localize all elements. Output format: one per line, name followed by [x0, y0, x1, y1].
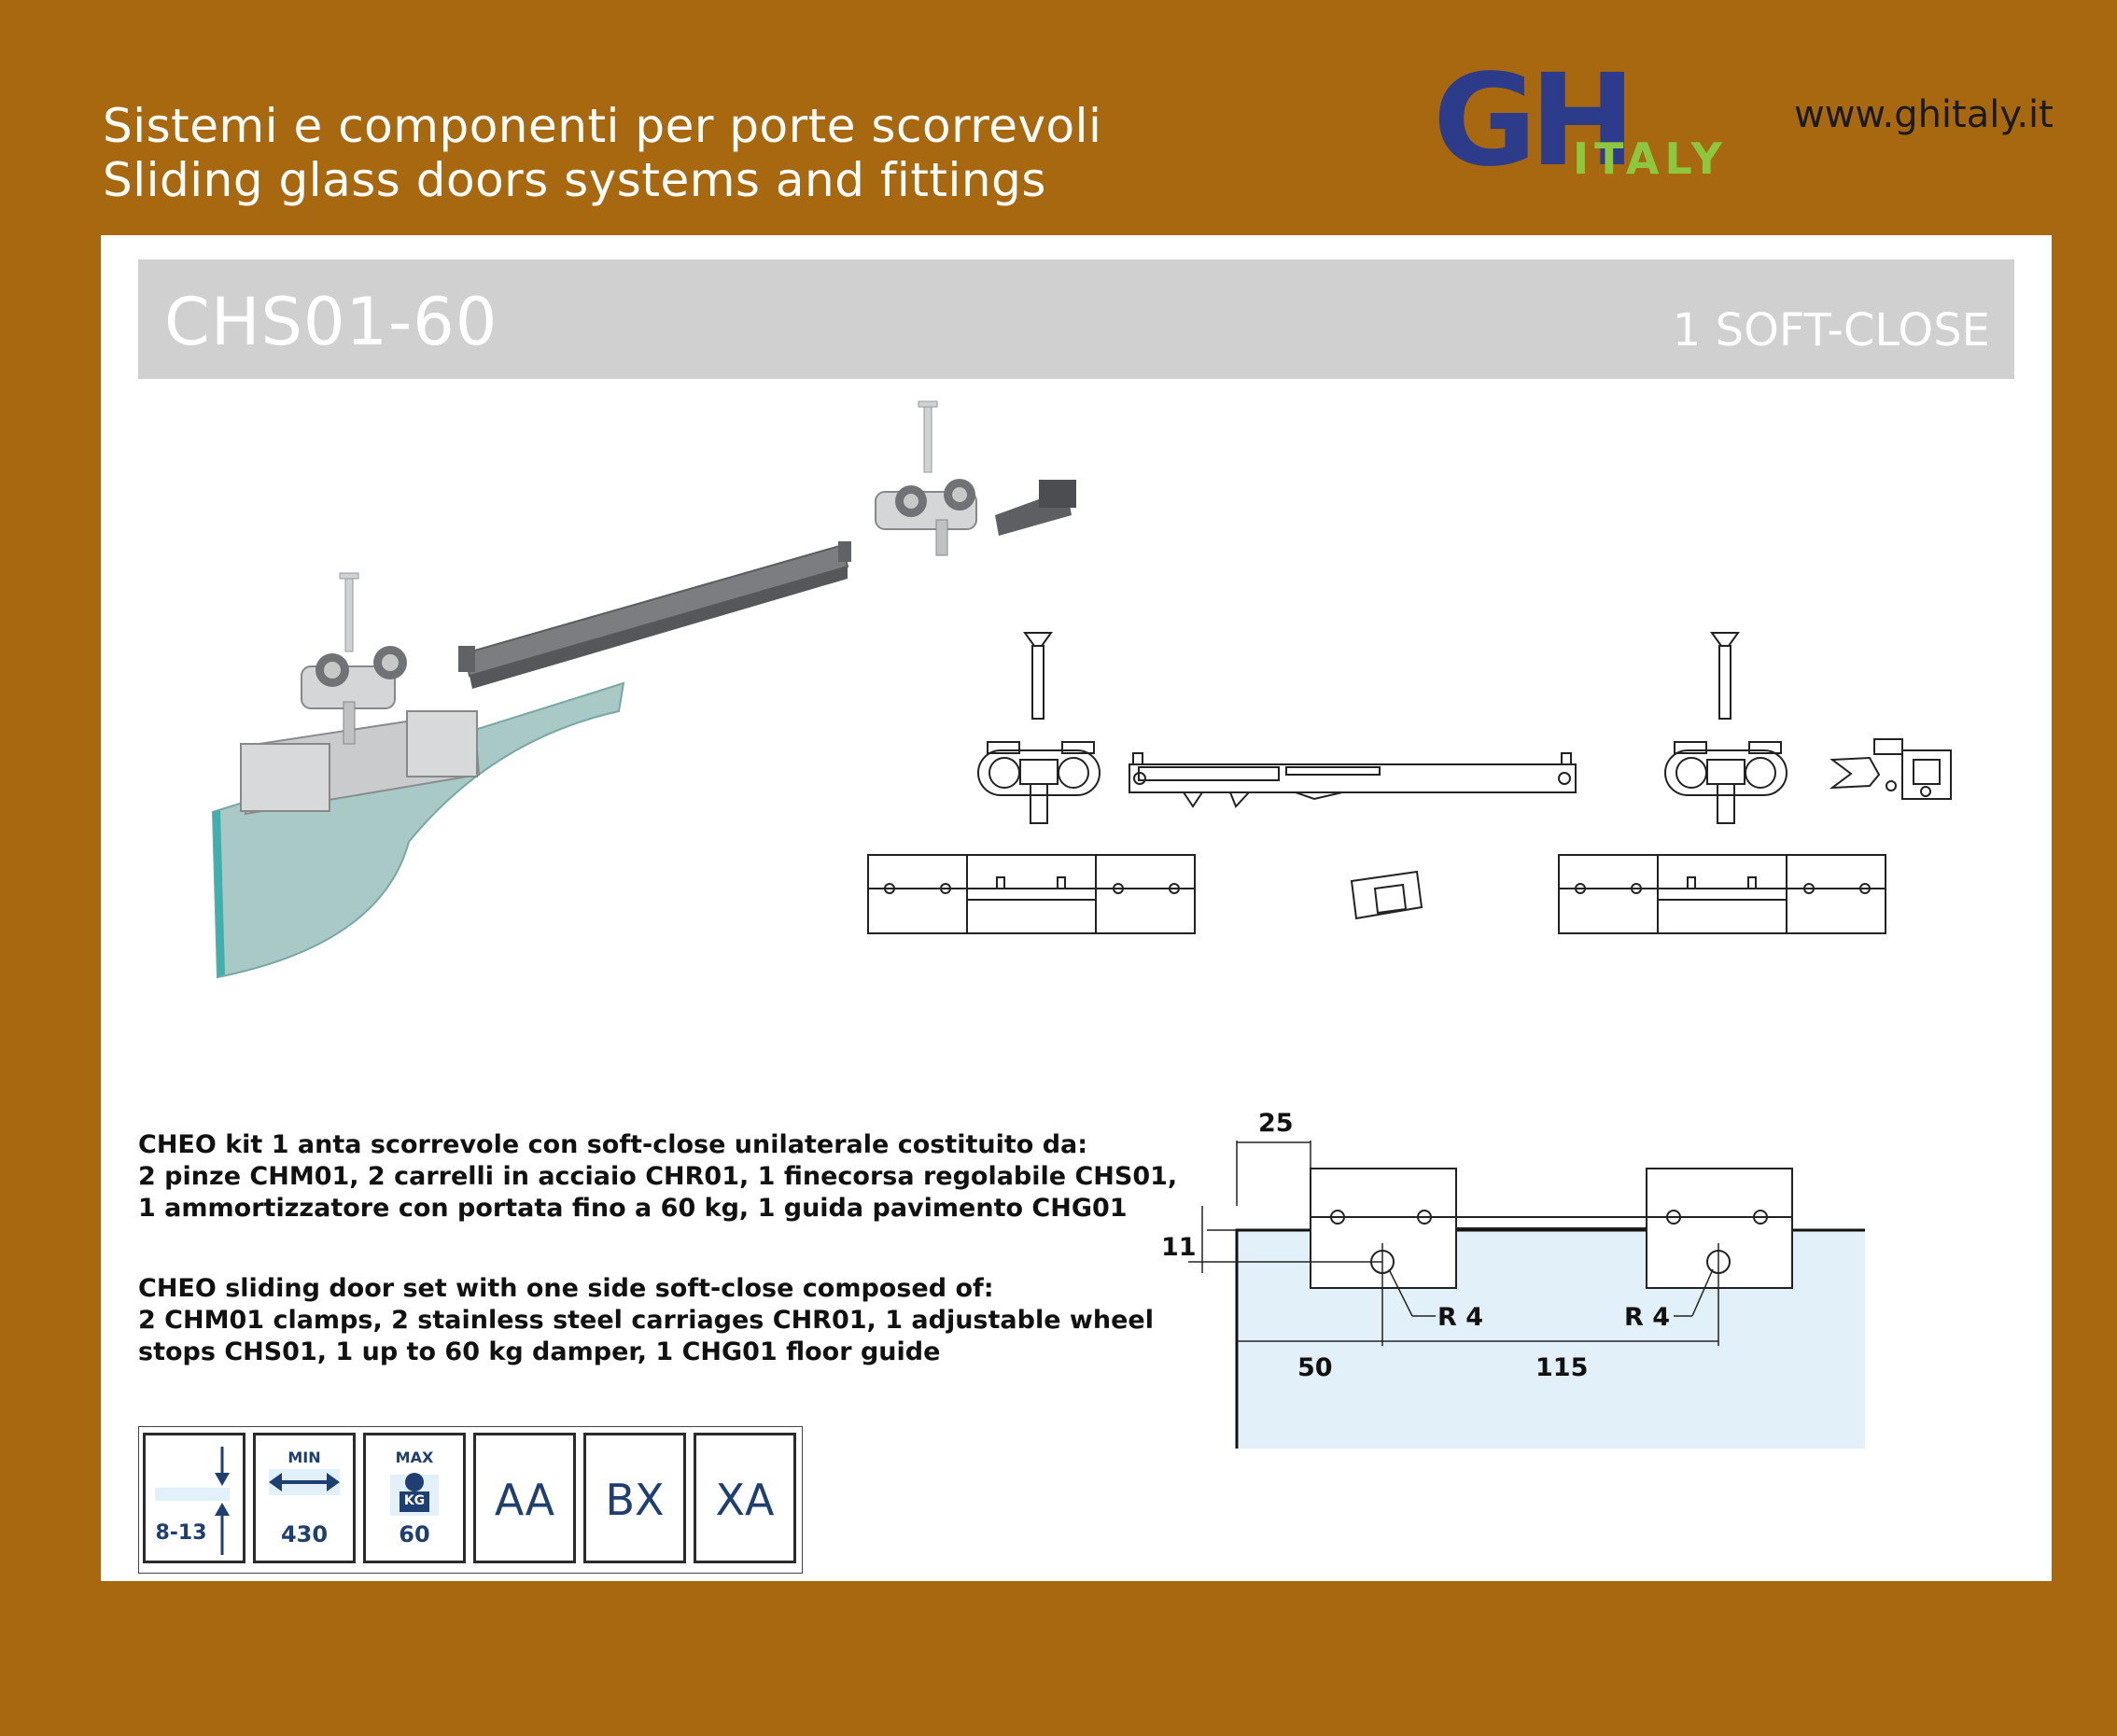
- dimension-25: 25: [1258, 1109, 1294, 1138]
- radius-label-left: R 4: [1437, 1303, 1483, 1332]
- finish-code: XA: [715, 1475, 775, 1525]
- max-value: 60: [399, 1521, 430, 1547]
- min-width-spec: MIN 430: [253, 1433, 356, 1563]
- product-title-bar: CHS01-60 1 SOFT-CLOSE: [138, 259, 2014, 379]
- finish-aa: AA: [473, 1433, 576, 1563]
- description-line: stops CHS01, 1 up to 60 kg damper, 1 CHG…: [138, 1337, 941, 1366]
- kg-label: KG: [403, 1493, 426, 1508]
- website-link[interactable]: www.ghitaly.it: [1794, 93, 2054, 136]
- max-weight-spec: MAX KG 60: [363, 1433, 466, 1563]
- description-line: 1 ammortizzatore con portata fino a 60 k…: [138, 1194, 1128, 1223]
- weight-icon: [390, 1473, 439, 1516]
- radius-label-right: R 4: [1624, 1303, 1670, 1332]
- min-value: 430: [280, 1521, 329, 1547]
- dimension-11: 11: [1161, 1233, 1197, 1262]
- spec-icons-row: 8-13 MIN 430 MAX KG 60 AA: [138, 1426, 803, 1574]
- dimension-50: 50: [1297, 1353, 1333, 1382]
- dimension-115: 115: [1535, 1353, 1588, 1382]
- technical-drawings: 25 11 50 115 R 4 R 4: [211, 400, 1952, 1449]
- description-line: 2 CHM01 clamps, 2 stainless steel carria…: [138, 1306, 1154, 1335]
- header-title-english: Sliding glass doors systems and fittings: [103, 153, 1046, 207]
- finish-xa: XA: [694, 1433, 796, 1563]
- description-italian: CHEO kit 1 anta scorrevole con soft-clos…: [138, 1129, 1177, 1225]
- header-title-italian: Sistemi e componenti per porte scorrevol…: [103, 99, 1102, 153]
- product-code: CHS01-60: [164, 284, 498, 360]
- thickness-value: 8-13: [155, 1521, 207, 1545]
- thickness-arrows-icon: [155, 1447, 230, 1555]
- min-label: MIN: [287, 1449, 321, 1466]
- exploded-view-illustration: [211, 400, 1076, 979]
- description-english: CHEO sliding door set with one side soft…: [138, 1273, 1154, 1368]
- ghitaly-logo: GH ITALY: [1433, 54, 1728, 175]
- finish-bx: BX: [583, 1433, 686, 1563]
- description-line: CHEO kit 1 anta scorrevole con soft-clos…: [138, 1130, 1088, 1159]
- logo-main-text: GH: [1433, 54, 1628, 175]
- description-line: 2 pinze CHM01, 2 carrelli in acciaio CHR…: [138, 1162, 1178, 1191]
- description-line: CHEO sliding door set with one side soft…: [138, 1274, 994, 1303]
- component-line-drawings: [867, 632, 1952, 934]
- finish-code: BX: [605, 1475, 665, 1525]
- logo-sub-text: ITALY: [1573, 133, 1728, 175]
- max-label: MAX: [395, 1449, 434, 1466]
- glass-thickness-spec: 8-13: [143, 1433, 245, 1563]
- product-feature: 1 SOFT-CLOSE: [1672, 304, 1990, 357]
- finish-code: AA: [494, 1475, 555, 1525]
- product-sheet: CHS01-60 1 SOFT-CLOSE: [101, 235, 2052, 1581]
- dimension-drawing: 25 11 50 115 R 4 R 4: [1161, 1109, 1865, 1449]
- width-arrow-icon: [269, 1469, 340, 1495]
